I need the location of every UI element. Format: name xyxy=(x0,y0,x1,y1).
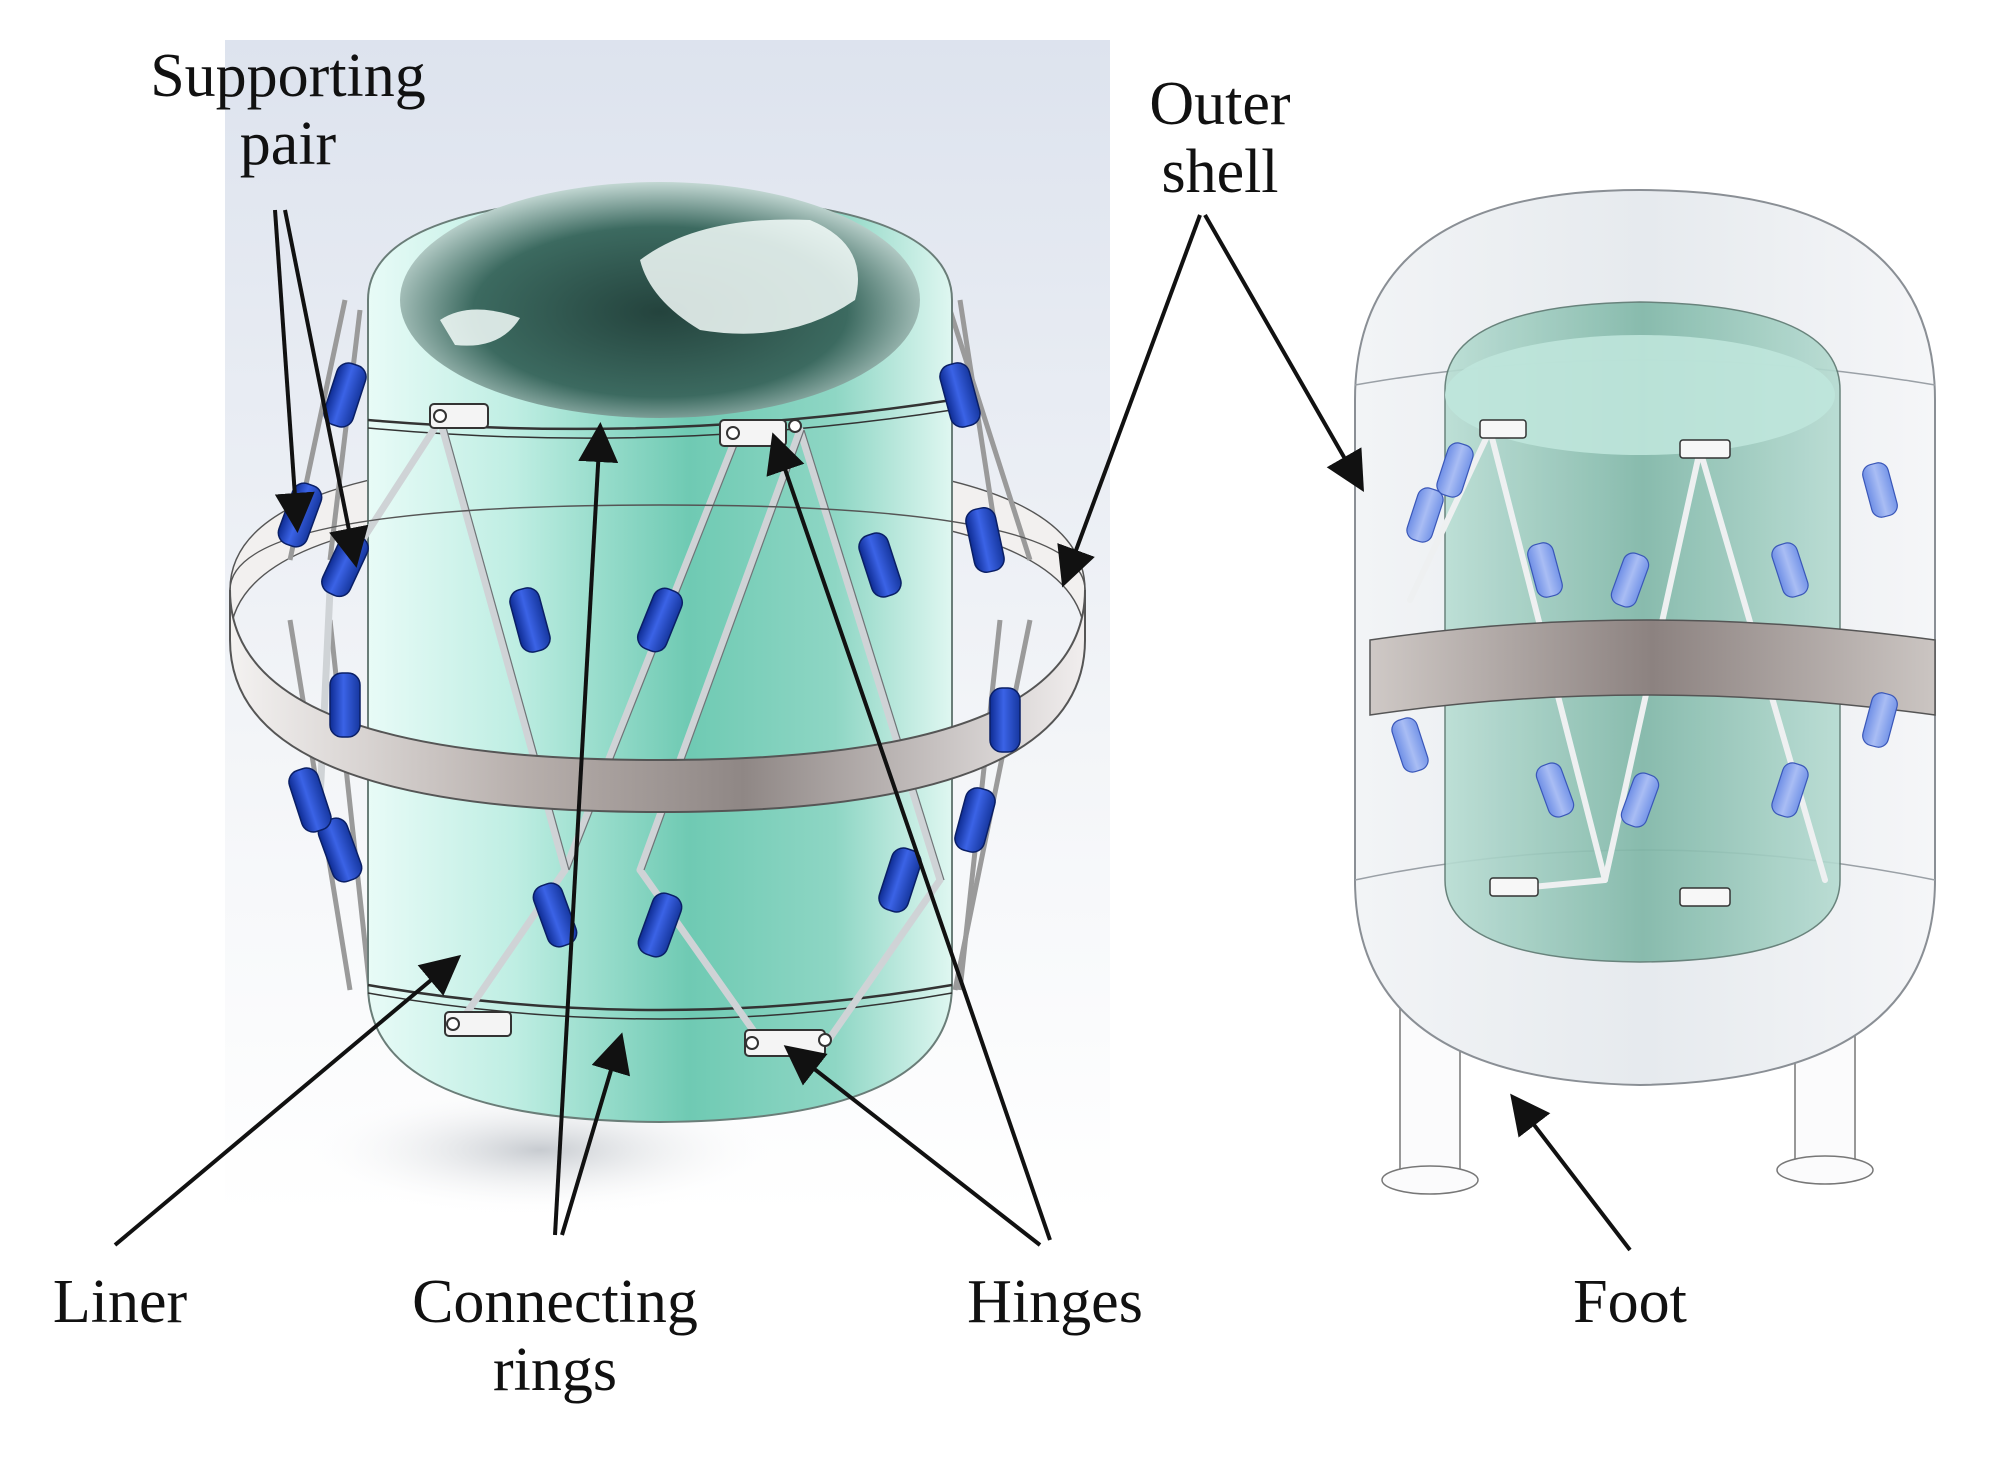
damper-cylinder xyxy=(939,362,981,428)
damper-cylinder xyxy=(954,787,996,853)
damper-cylinder xyxy=(1862,692,1898,748)
damper-cylinder xyxy=(288,767,332,833)
arrow-foot xyxy=(1510,1093,1632,1252)
hinge xyxy=(1679,439,1731,459)
arrow-connecting-rings-2 xyxy=(560,1032,631,1236)
arrow-connecting-rings-1 xyxy=(553,422,619,1236)
inner-liner-top xyxy=(1445,335,1835,455)
label-liner: Liner xyxy=(52,1268,188,1336)
lower-connecting-ring-2 xyxy=(367,992,953,1020)
hinges-right-render xyxy=(1479,419,1731,907)
label-foot: Foot xyxy=(1573,1268,1687,1336)
arrow-outer-shell-1 xyxy=(1057,214,1202,588)
damper-cylinder xyxy=(1527,542,1563,598)
band-front-top-edge xyxy=(229,504,1086,591)
label-connecting-rings: Connecting rings xyxy=(412,1268,698,1404)
label-hinges: Hinges xyxy=(967,1268,1143,1336)
lower-connecting-ring xyxy=(367,983,953,1012)
damper-cylinder xyxy=(1391,717,1429,773)
damper-cylinder xyxy=(1862,462,1898,518)
dome-highlight-2 xyxy=(440,309,520,346)
damper-cylinder xyxy=(509,587,551,653)
damper-cylinder xyxy=(1610,552,1650,608)
damper-cylinder xyxy=(323,362,367,428)
damper-cylinder xyxy=(1436,442,1474,498)
damper-cylinder xyxy=(532,882,578,948)
right-render xyxy=(1354,188,1936,1195)
damper-cylinder xyxy=(637,892,683,958)
hinge xyxy=(444,1011,512,1037)
damper-cylinder xyxy=(1535,762,1575,818)
label-supporting-pair: Supporting pair xyxy=(150,42,426,178)
damper-cylinder xyxy=(989,687,1021,753)
left-render xyxy=(225,40,1110,1215)
damper-cylinder xyxy=(329,672,361,738)
label-outer-shell: Outer shell xyxy=(1149,70,1291,206)
hinge xyxy=(429,403,489,429)
damper-cylinder xyxy=(1771,762,1809,818)
damper-cylinder xyxy=(1620,772,1660,828)
arrow-supporting-pair-2 xyxy=(283,209,369,568)
damper-cylinders xyxy=(277,362,1021,958)
inner-dampers xyxy=(1391,442,1898,828)
arrow-supporting-pair-1 xyxy=(273,209,315,533)
arrow-hinges-2 xyxy=(783,1045,1042,1247)
inner-band xyxy=(1369,619,1936,716)
damper-cylinder xyxy=(1771,542,1809,598)
upper-connecting-ring-2 xyxy=(367,409,953,439)
damper-cylinder xyxy=(965,507,1005,573)
hinge xyxy=(1489,877,1539,897)
arrow-liner xyxy=(113,954,462,1247)
callout-arrows xyxy=(113,209,1632,1252)
damper-cylinder xyxy=(878,847,922,913)
hinge xyxy=(1679,887,1731,907)
arrow-outer-shell-2 xyxy=(1203,214,1364,492)
damper-cylinder xyxy=(858,532,902,598)
band-front xyxy=(229,589,1086,814)
damper-cylinder xyxy=(1406,487,1444,543)
damper-cylinder xyxy=(636,587,684,653)
hinge xyxy=(1479,419,1527,439)
arrow-hinges-1 xyxy=(766,432,1052,1241)
dome-highlight xyxy=(640,219,858,334)
